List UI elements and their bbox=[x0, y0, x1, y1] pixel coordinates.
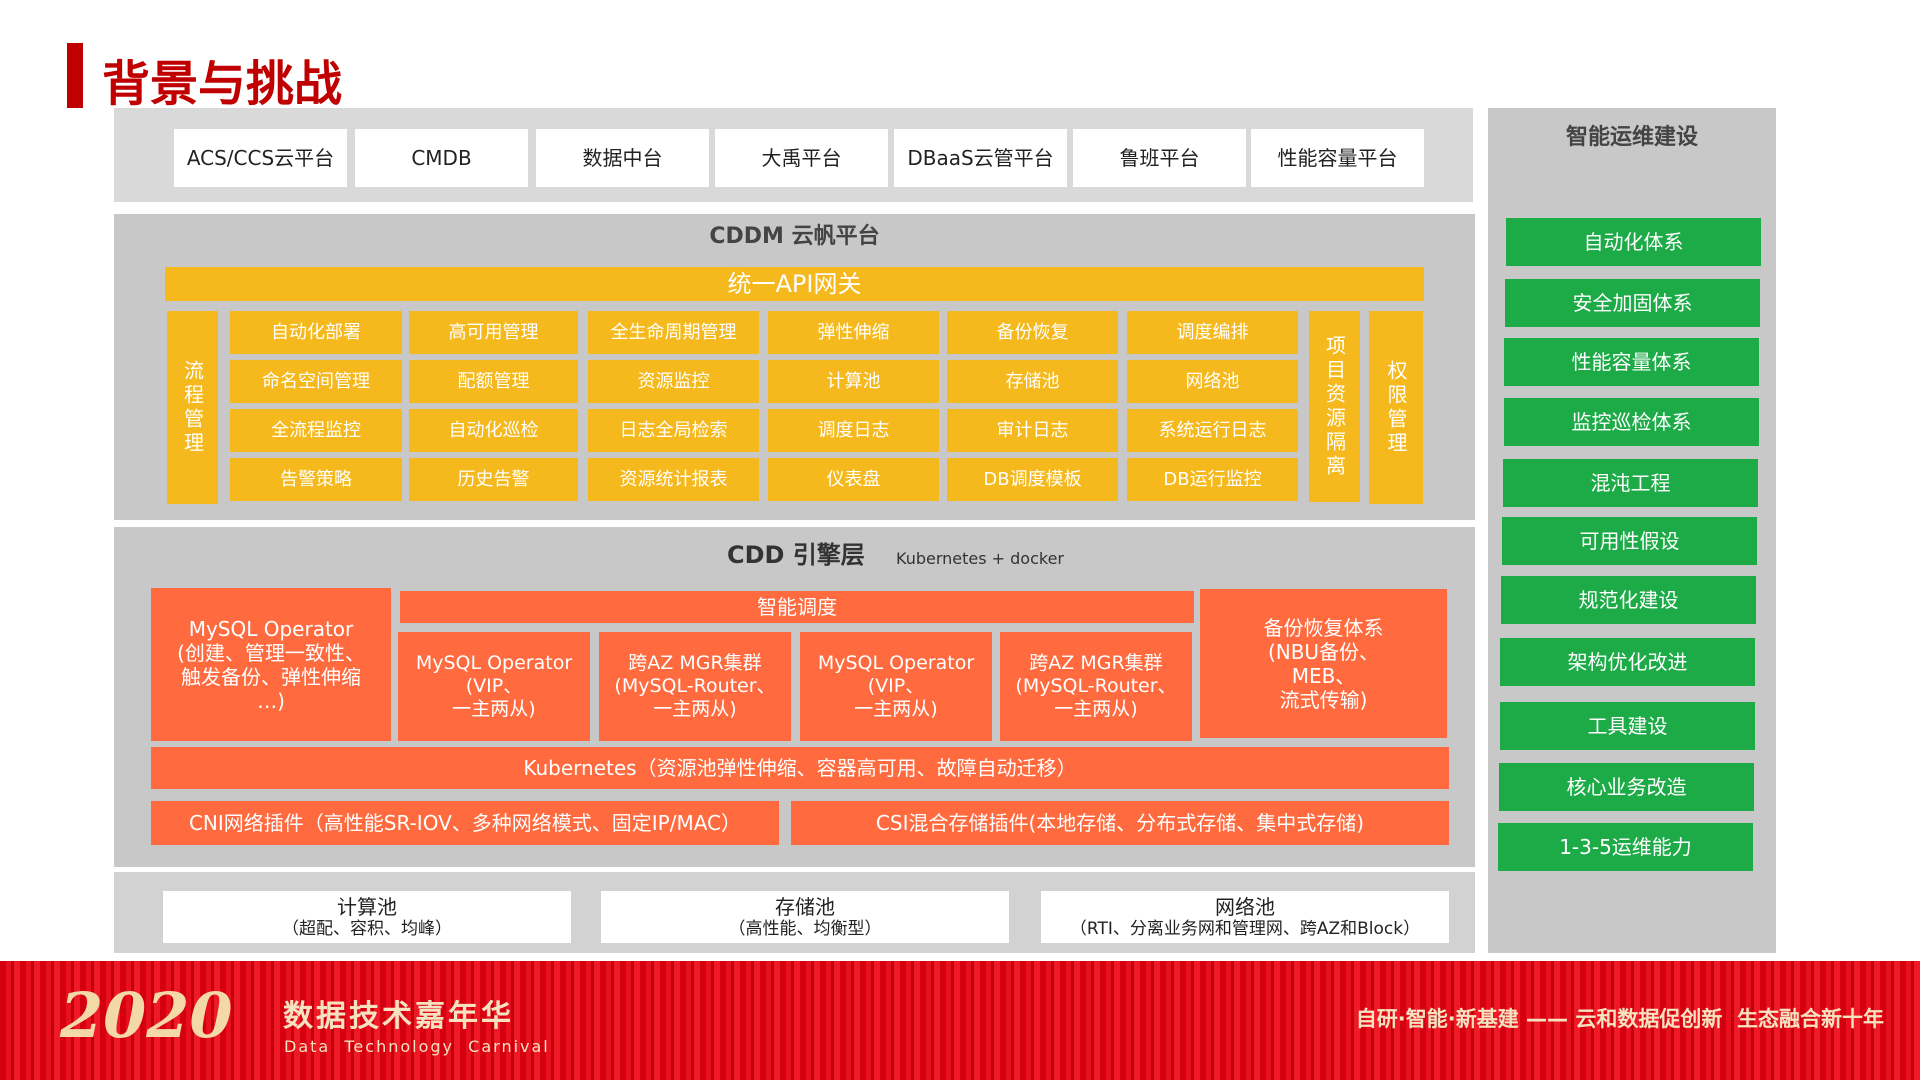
cdd-subtitle: Kubernetes + docker bbox=[896, 549, 1065, 568]
feature-cell: 告警策略 bbox=[230, 458, 402, 501]
smart-scheduling: 智能调度 bbox=[400, 591, 1194, 623]
platform-box: ACS/CCS云平台 bbox=[174, 129, 347, 187]
carnival-logo: 2020 bbox=[60, 979, 233, 1052]
resource-pool-box: 存储池（高性能、均衡型） bbox=[601, 891, 1009, 943]
feature-cell: 计算池 bbox=[768, 360, 939, 403]
engine-sub-box: 跨AZ MGR集群 (MySQL-Router、 一主两从) bbox=[599, 632, 791, 741]
footer-slogan: 自研·智能·新基建 —— 云和数据促创新 生态融合新十年 bbox=[1355, 1007, 1884, 1031]
feature-cell: DB调度模板 bbox=[947, 458, 1118, 501]
kubernetes-bar: Kubernetes（资源池弹性伸缩、容器高可用、故障自动迁移） bbox=[151, 747, 1449, 789]
feature-cell: 审计日志 bbox=[947, 409, 1118, 452]
ops-item: 监控巡检体系 bbox=[1504, 398, 1759, 446]
footer-name-en: Data Technology Carnival bbox=[284, 1037, 550, 1056]
ops-item: 性能容量体系 bbox=[1504, 338, 1759, 386]
feature-cell: 备份恢复 bbox=[947, 311, 1118, 354]
pool-desc: （高性能、均衡型） bbox=[728, 918, 882, 939]
platform-box: 性能容量平台 bbox=[1251, 129, 1424, 187]
feature-cell: 自动化巡检 bbox=[409, 409, 578, 452]
project-resource-isolation: 项目资源隔离 bbox=[1309, 311, 1360, 502]
pool-desc: （RTI、分离业务网和管理网、跨AZ和Block） bbox=[1069, 918, 1421, 939]
feature-cell: 高可用管理 bbox=[409, 311, 578, 354]
ops-title: 智能运维建设 bbox=[1565, 124, 1698, 150]
footer-banner: 2020 数据技术嘉年华 Data Technology Carnival 自研… bbox=[0, 961, 1920, 1080]
feature-cell: 存储池 bbox=[947, 360, 1118, 403]
ops-item: 可用性假设 bbox=[1502, 517, 1757, 565]
resource-pool-box: 网络池（RTI、分离业务网和管理网、跨AZ和Block） bbox=[1041, 891, 1449, 943]
ops-item: 核心业务改造 bbox=[1499, 763, 1754, 811]
feature-cell: 系统运行日志 bbox=[1127, 409, 1298, 452]
ops-item: 自动化体系 bbox=[1506, 218, 1761, 266]
api-gateway: 统一API网关 bbox=[165, 267, 1424, 301]
engine-sub-box: MySQL Operator (VIP、 一主两从) bbox=[800, 632, 992, 741]
pool-name: 存储池 bbox=[775, 894, 835, 919]
ops-item: 规范化建设 bbox=[1501, 576, 1756, 624]
pool-name: 计算池 bbox=[337, 894, 397, 919]
feature-cell: 资源监控 bbox=[588, 360, 759, 403]
title-accent-bar bbox=[67, 43, 83, 108]
feature-cell: 全生命周期管理 bbox=[588, 311, 759, 354]
feature-cell: 网络池 bbox=[1127, 360, 1298, 403]
engine-sub-box: MySQL Operator (VIP、 一主两从) bbox=[398, 632, 590, 741]
ops-item: 1-3-5运维能力 bbox=[1498, 823, 1753, 871]
feature-cell: 仪表盘 bbox=[768, 458, 939, 501]
footer-name: 数据技术嘉年华 bbox=[283, 999, 514, 1034]
feature-cell: 自动化部署 bbox=[230, 311, 402, 354]
platform-box: 大禹平台 bbox=[715, 129, 888, 187]
mysql-operator-main: MySQL Operator (创建、管理一致性、 触发备份、弹性伸缩 …) bbox=[151, 588, 391, 741]
feature-cell: 命名空间管理 bbox=[230, 360, 402, 403]
cdd-title: CDD 引擎层 bbox=[727, 541, 865, 569]
platform-box: CMDB bbox=[355, 129, 528, 187]
pool-name: 网络池 bbox=[1215, 894, 1275, 919]
feature-cell: DB运行监控 bbox=[1127, 458, 1298, 501]
ops-item: 安全加固体系 bbox=[1505, 279, 1760, 327]
platform-box: 数据中台 bbox=[536, 129, 709, 187]
feature-cell: 历史告警 bbox=[409, 458, 578, 501]
cddm-title: CDDM 云帆平台 bbox=[709, 223, 880, 249]
feature-cell: 资源统计报表 bbox=[588, 458, 759, 501]
feature-cell: 弹性伸缩 bbox=[768, 311, 939, 354]
permission-management: 权限管理 bbox=[1369, 311, 1423, 504]
feature-cell: 全流程监控 bbox=[230, 409, 402, 452]
csi-plugin: CSI混合存储插件(本地存储、分布式存储、集中式存储) bbox=[791, 801, 1449, 845]
ops-item: 架构优化改进 bbox=[1500, 638, 1755, 686]
feature-cell: 配额管理 bbox=[409, 360, 578, 403]
platform-box: 鲁班平台 bbox=[1073, 129, 1246, 187]
process-management: 流程管理 bbox=[167, 311, 218, 504]
feature-cell: 调度编排 bbox=[1127, 311, 1298, 354]
ops-item: 混沌工程 bbox=[1503, 459, 1758, 507]
platform-box: DBaaS云管平台 bbox=[894, 129, 1067, 187]
feature-cell: 调度日志 bbox=[768, 409, 939, 452]
engine-sub-box: 跨AZ MGR集群 (MySQL-Router、 一主两从) bbox=[1000, 632, 1192, 741]
cni-plugin: CNI网络插件（高性能SR-IOV、多种网络模式、固定IP/MAC） bbox=[151, 801, 779, 845]
backup-recovery-system: 备份恢复体系 (NBU备份、 MEB、 流式传输) bbox=[1200, 589, 1447, 738]
pool-desc: （超配、容积、均峰） bbox=[282, 918, 452, 939]
resource-pool-box: 计算池（超配、容积、均峰） bbox=[163, 891, 571, 943]
page-title: 背景与挑战 bbox=[102, 56, 343, 112]
ops-item: 工具建设 bbox=[1500, 702, 1755, 750]
feature-cell: 日志全局检索 bbox=[588, 409, 759, 452]
